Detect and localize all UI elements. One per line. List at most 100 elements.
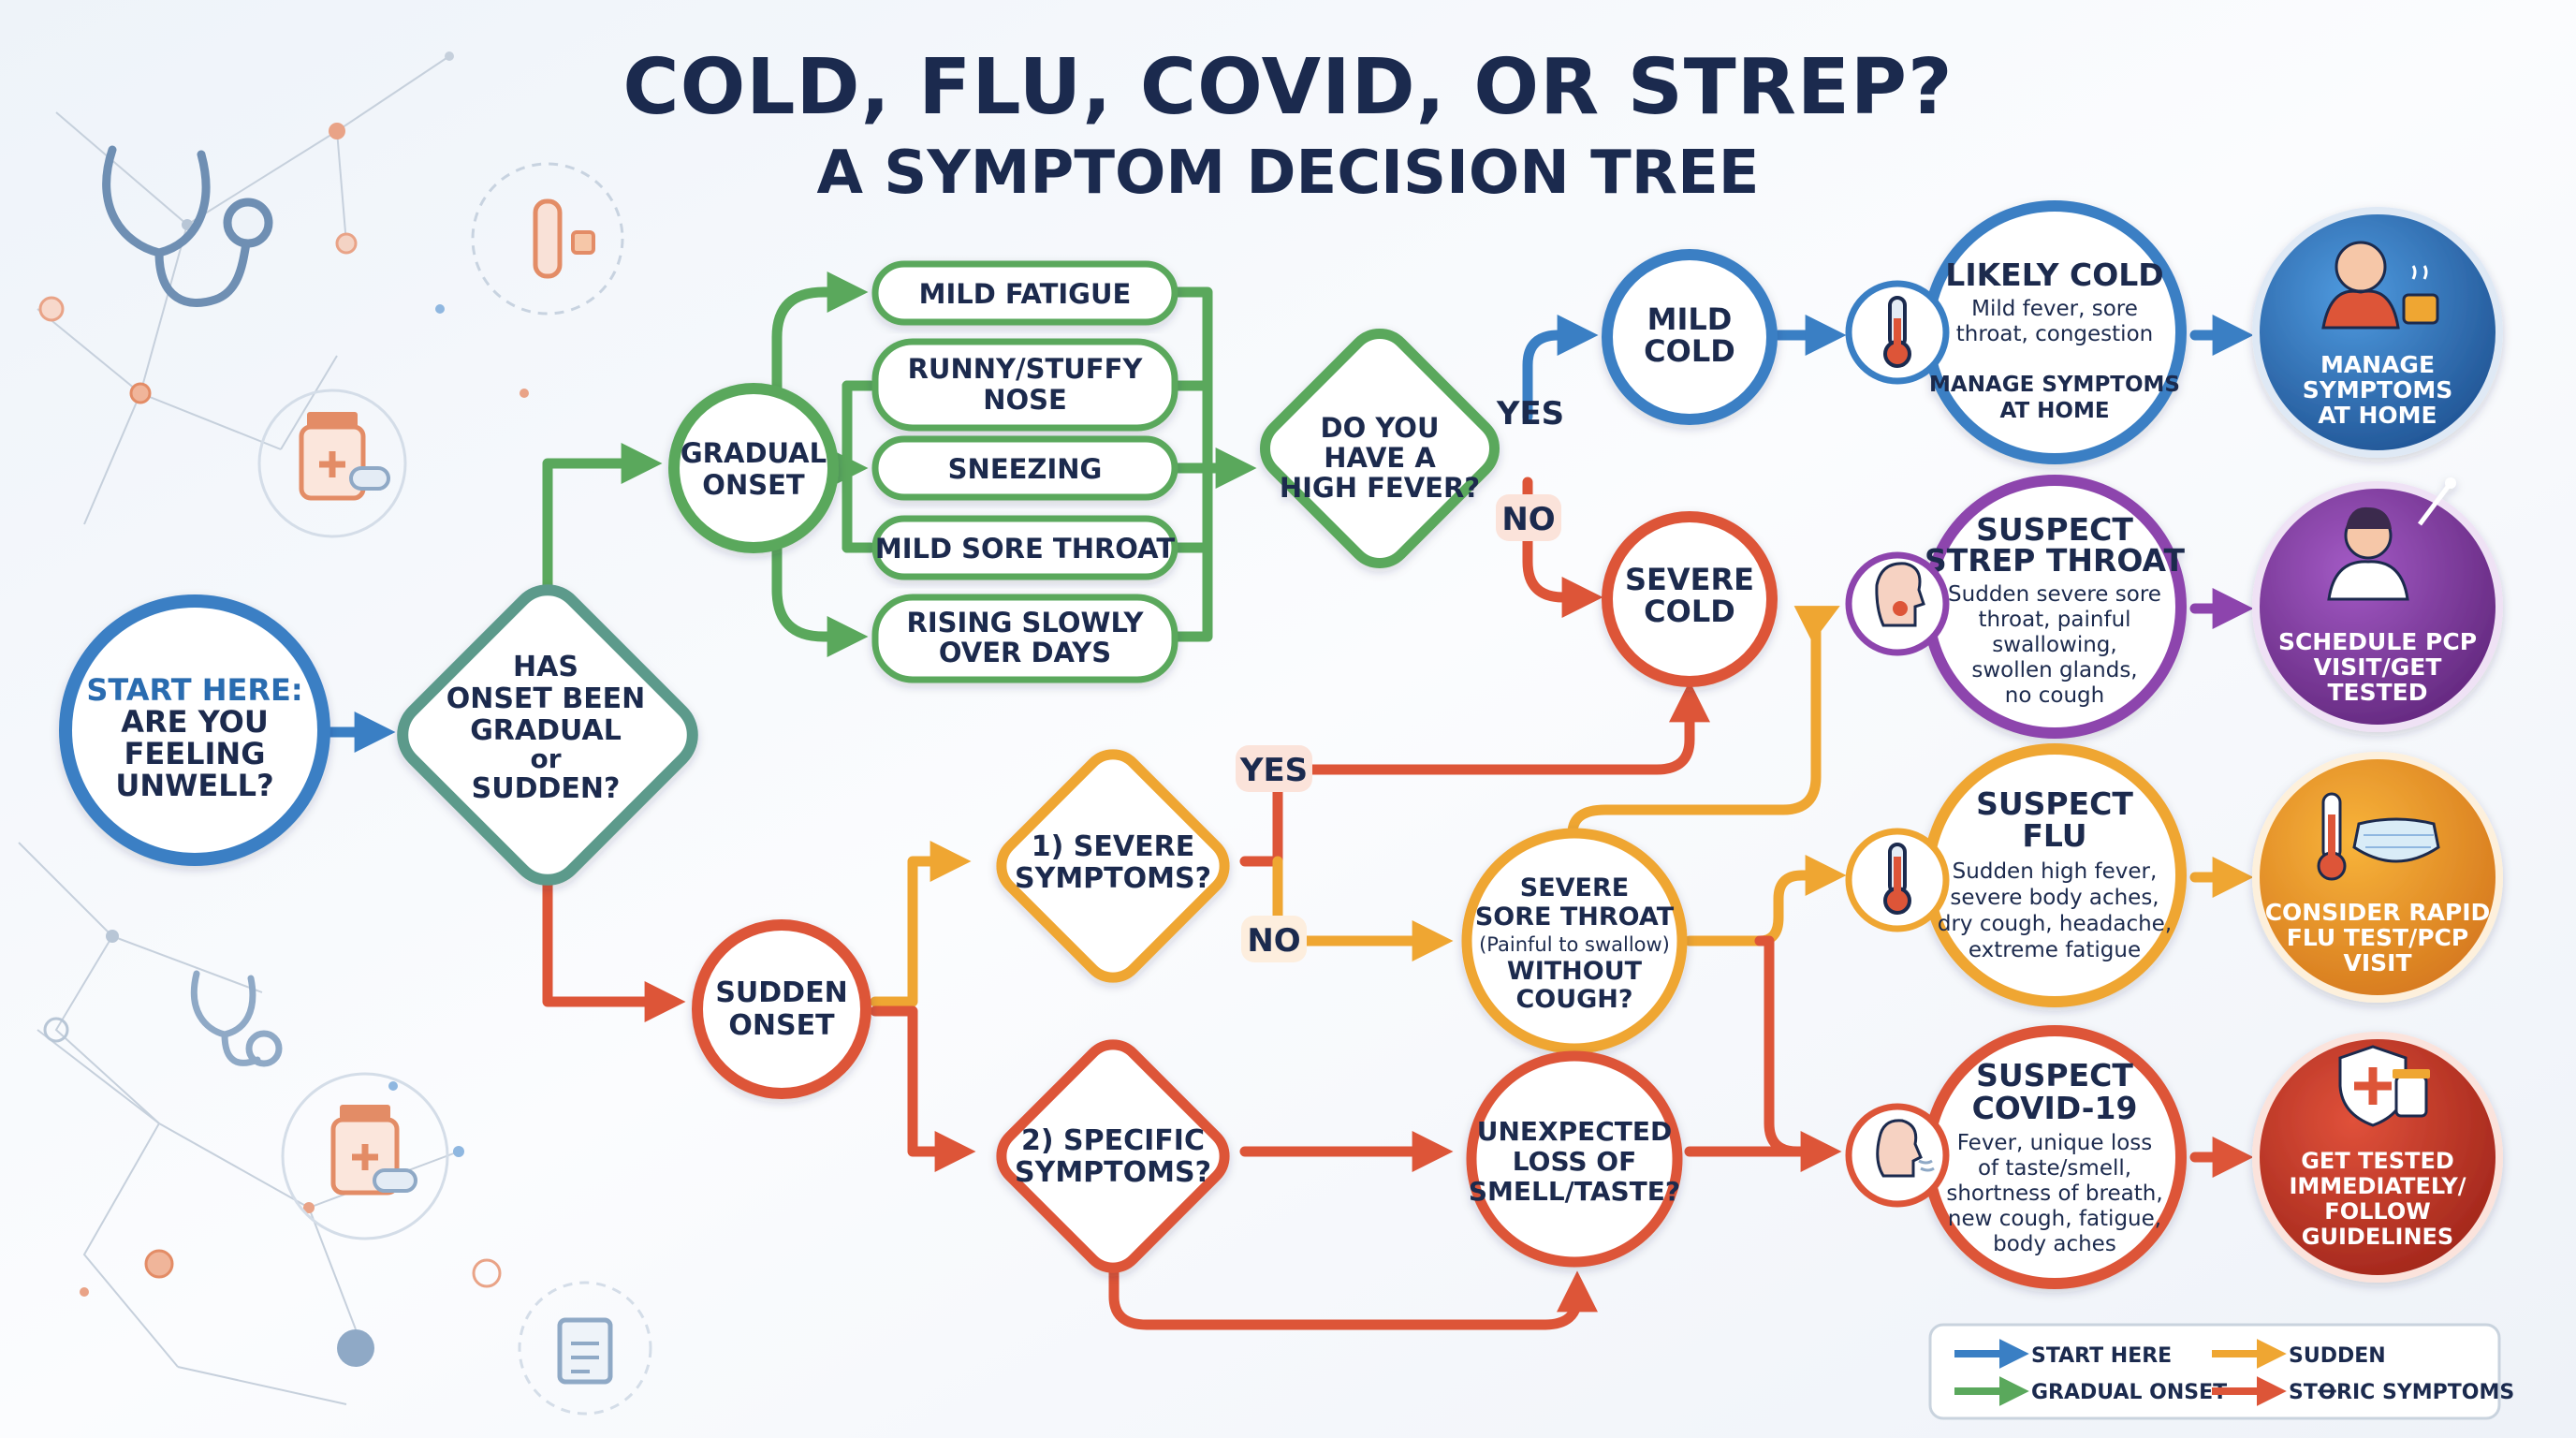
action-2-line1: SCHEDULE PCP (2278, 628, 2477, 655)
smell-q-line1: UNEXPECTED (1477, 1116, 1673, 1147)
pill-3-line1: SNEEZING (948, 453, 1103, 485)
pill-bottle-icon (281, 1072, 449, 1240)
doctor-swab-icon (2327, 477, 2456, 601)
sore-throat-question-node: SEVERE SORE THROAT (Painful to swallow) … (1461, 828, 1688, 1054)
outcome-2-desc-2: throat, painful (1978, 608, 2130, 632)
start-line2: ARE YOU (121, 704, 269, 740)
severe-cold-node: SEVERE COLD (1602, 511, 1778, 687)
onset-line3: GRADUAL (470, 714, 622, 747)
action-rapid-flu-test: CONSIDER RAPID FLU TEST/PCP VISIT (2252, 752, 2503, 1003)
action-4-line4: GUIDELINES (2302, 1224, 2453, 1250)
arrow-fever-yes-mild-cold (1522, 315, 1599, 422)
outcome-flu: SUSPECT FLU Sudden high fever, severe bo… (1923, 743, 2187, 1007)
clipboard-icon (337, 1281, 652, 1416)
action-1-line2: SYMPTOMS (2303, 376, 2453, 404)
symptom-pill-rising-slowly: RISING SLOWLY OVER DAYS (871, 594, 1178, 683)
symptom-pill-mild-fatigue: MILD FATIGUE (871, 260, 1178, 326)
legend-label-start: START HERE (2031, 1344, 2172, 1368)
symptom-pill-runny-nose: RUNNY/STUFFY NOSE (871, 338, 1178, 432)
mild-cold-line2: COLD (1644, 333, 1735, 369)
outcome-2-title2: STREP THROAT (1925, 542, 2186, 579)
outcome-covid-19: SUSPECT COVID-19 Fever, unique loss of t… (1923, 1025, 2187, 1289)
decorative-dots (38, 51, 529, 1297)
pill-5-line1: RISING SLOWLY (907, 607, 1145, 638)
outcome-4-desc-2: of taste/smell, (1978, 1156, 2131, 1181)
shield-medicine-icon (2338, 1045, 2430, 1127)
connectors (317, 271, 2254, 1330)
test-tube-icon (471, 162, 624, 315)
outcome-1-desc-2: throat, congestion (1956, 322, 2153, 346)
coughing-person-icon (1845, 1103, 1950, 1208)
specific-q-line1: 2) SPECIFIC (1021, 1124, 1205, 1157)
page-subtitle: A SYMPTOM DECISION TREE (816, 139, 1760, 208)
onset-line2: ONSET BEEN (446, 682, 646, 715)
pill-2-line2: NOSE (983, 384, 1067, 416)
arrow-specific-loop-to-smell (1108, 1249, 1598, 1330)
legend-label-gradual: GRADUAL ONSET (2031, 1381, 2227, 1404)
outcome-1-extra-1: MANAGE SYMPTOMS (1929, 373, 2180, 397)
arrow-sore-throat-to-strep (1567, 606, 1840, 848)
legend-label-sudden: SUDDEN (2289, 1344, 2386, 1368)
start-line1: START HERE: (86, 672, 302, 708)
sick-person-tea-icon (2321, 241, 2439, 330)
sudden-onset-node: SUDDEN ONSET (692, 919, 871, 1099)
sore-throat-icon (1845, 551, 1950, 656)
outcome-3-desc-4: extreme fatigue (1969, 938, 2141, 962)
arrow-gradual-to-rising (771, 514, 869, 657)
arrow-sore-throat-to-covid (1754, 935, 1803, 1157)
start-line3: FEELING (124, 736, 266, 771)
severe-q-line2: SYMPTOMS? (1015, 862, 1211, 895)
fever-no-label: NO (1501, 501, 1555, 538)
smell-q-line3: SMELL/TASTE? (1469, 1176, 1680, 1207)
action-3-line1: CONSIDER RAPID (2265, 899, 2491, 926)
mild-cold-line1: MILD (1647, 301, 1733, 337)
arrow-pills-to-fever (1169, 286, 1240, 642)
outcome-likely-cold: LIKELY COLD Mild fever, sore throat, con… (1923, 200, 2187, 464)
severe-yes-label-bg (1236, 745, 1312, 792)
specific-symptoms-question-node: 2) SPECIFIC SYMPTOMS? (996, 1039, 1230, 1273)
thermometer-mask-icon (2317, 792, 2440, 881)
pill-4-line1: MILD SORE THROAT (875, 533, 1176, 565)
mild-cold-node: MILD COLD (1602, 249, 1778, 425)
arrow-onset-to-sudden (542, 879, 686, 1022)
outcome-4-desc-4: new cough, fatigue, (1948, 1207, 2161, 1231)
action-get-tested: GET TESTED IMMEDIATELY/ FOLLOW GUIDELINE… (2252, 1032, 2503, 1283)
arrow-fever-no-severe-cold (1522, 477, 1603, 618)
severe-no-label: NO (1247, 922, 1300, 960)
onset-line4: or (530, 743, 561, 774)
arrow-sudden-to-specific-q (870, 1005, 976, 1172)
onset-question-node: HAS ONSET BEEN GRADUAL or SUDDEN? (397, 584, 698, 886)
outcome-2-desc-3: swallowing, (1992, 633, 2116, 657)
arrow-severe-yes-to-severe-cold (1239, 681, 1710, 867)
action-4-line3: FOLLOW (2324, 1198, 2430, 1225)
outcome-3-desc-1: Sudden high fever, (1953, 859, 2158, 884)
outcome-4-desc-1: Fever, unique loss (1957, 1131, 2153, 1155)
symptom-pill-sneezing: SNEEZING (871, 435, 1178, 501)
outcome-4-title2: COVID-19 (1972, 1090, 2138, 1126)
severe-cold-line2: COLD (1644, 594, 1735, 629)
severe-cold-line1: SEVERE (1625, 562, 1754, 597)
outcome-2-title1: SUSPECT (1976, 511, 2133, 548)
outcome-2-desc-1: Sudden severe sore (1948, 582, 2161, 607)
severe-yes-label: YES (1239, 752, 1308, 789)
arrow-sudden-to-severe-q (870, 841, 972, 1007)
outcome-4-desc-3: shortness of breath, (1946, 1181, 2162, 1206)
severe-no-label-bg (1241, 916, 1307, 962)
action-4-line1: GET TESTED (2301, 1148, 2454, 1174)
action-4-line2: IMMEDIATELY/ (2289, 1173, 2466, 1199)
medicine-bottle-icon (257, 389, 407, 538)
action-3-line3: VISIT (2343, 949, 2411, 976)
legend-label-specific: STꝊRIC SYMPTOMS (2289, 1381, 2514, 1404)
symptom-pill-mild-sore-throat: MILD SORE THROAT (871, 515, 1178, 580)
onset-line5: SUDDEN? (472, 772, 621, 805)
outcome-3-title1: SUSPECT (1976, 785, 2133, 822)
onset-line1: HAS (513, 651, 578, 683)
thermometer-icon (1845, 280, 1950, 385)
gradual-line1: GRADUAL (681, 437, 827, 469)
gradual-line2: ONSET (702, 469, 805, 501)
pill-2-line1: RUNNY/STUFFY (908, 353, 1144, 385)
outcome-2-desc-4: swollen glands, (1971, 658, 2137, 682)
action-1-line3: AT HOME (2318, 402, 2437, 429)
